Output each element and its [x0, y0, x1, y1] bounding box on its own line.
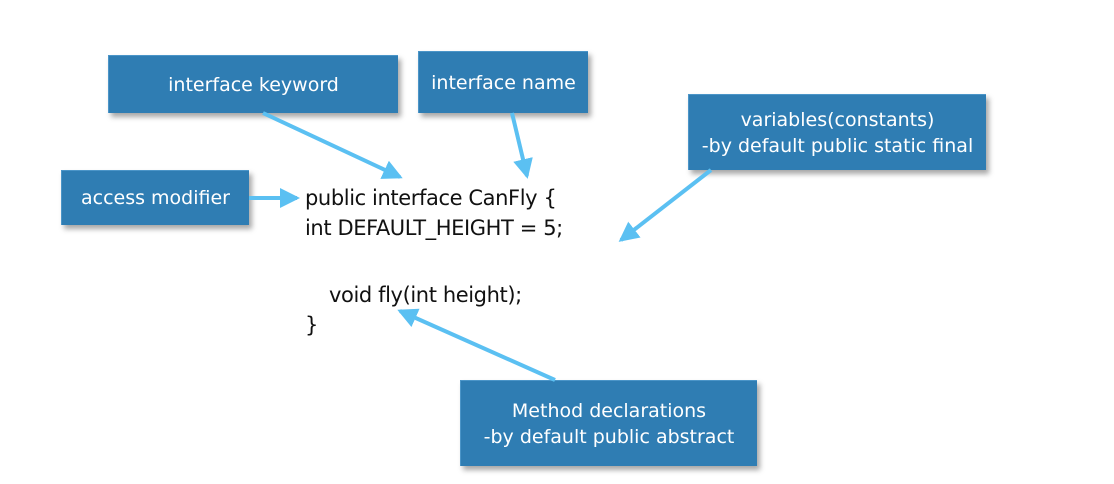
code-line-method: void fly(int height);	[329, 283, 522, 307]
interface-name-label: interface name	[431, 71, 576, 94]
variables-label-line2: -by default public static final	[701, 134, 974, 157]
access-modifier-callout: access modifier	[61, 170, 249, 225]
code-line-closing-brace: }	[305, 313, 318, 337]
methods-label-line1: Method declarations	[511, 399, 707, 422]
variables-label-line1: variables(constants)	[740, 108, 935, 131]
code-line-constant: int DEFAULT_HEIGHT = 5;	[305, 216, 563, 240]
method-declarations-callout: Method declarations -by default public a…	[460, 380, 757, 466]
access-modifier-label: access modifier	[80, 187, 230, 209]
arrow-variables	[618, 168, 713, 242]
interface-name-callout: interface name	[418, 51, 588, 113]
arrow-method-declarations	[397, 308, 556, 382]
interface-keyword-callout: interface keyword	[108, 55, 398, 113]
arrow-interface-name	[510, 112, 533, 179]
methods-label-line2: -by default public abstract	[483, 425, 735, 448]
code-line-interface-declaration: public interface CanFly {	[305, 186, 557, 210]
arrow-interface-keyword	[262, 111, 403, 179]
variables-callout: variables(constants) -by default public …	[688, 94, 986, 170]
interface-keyword-label: interface keyword	[168, 73, 339, 96]
